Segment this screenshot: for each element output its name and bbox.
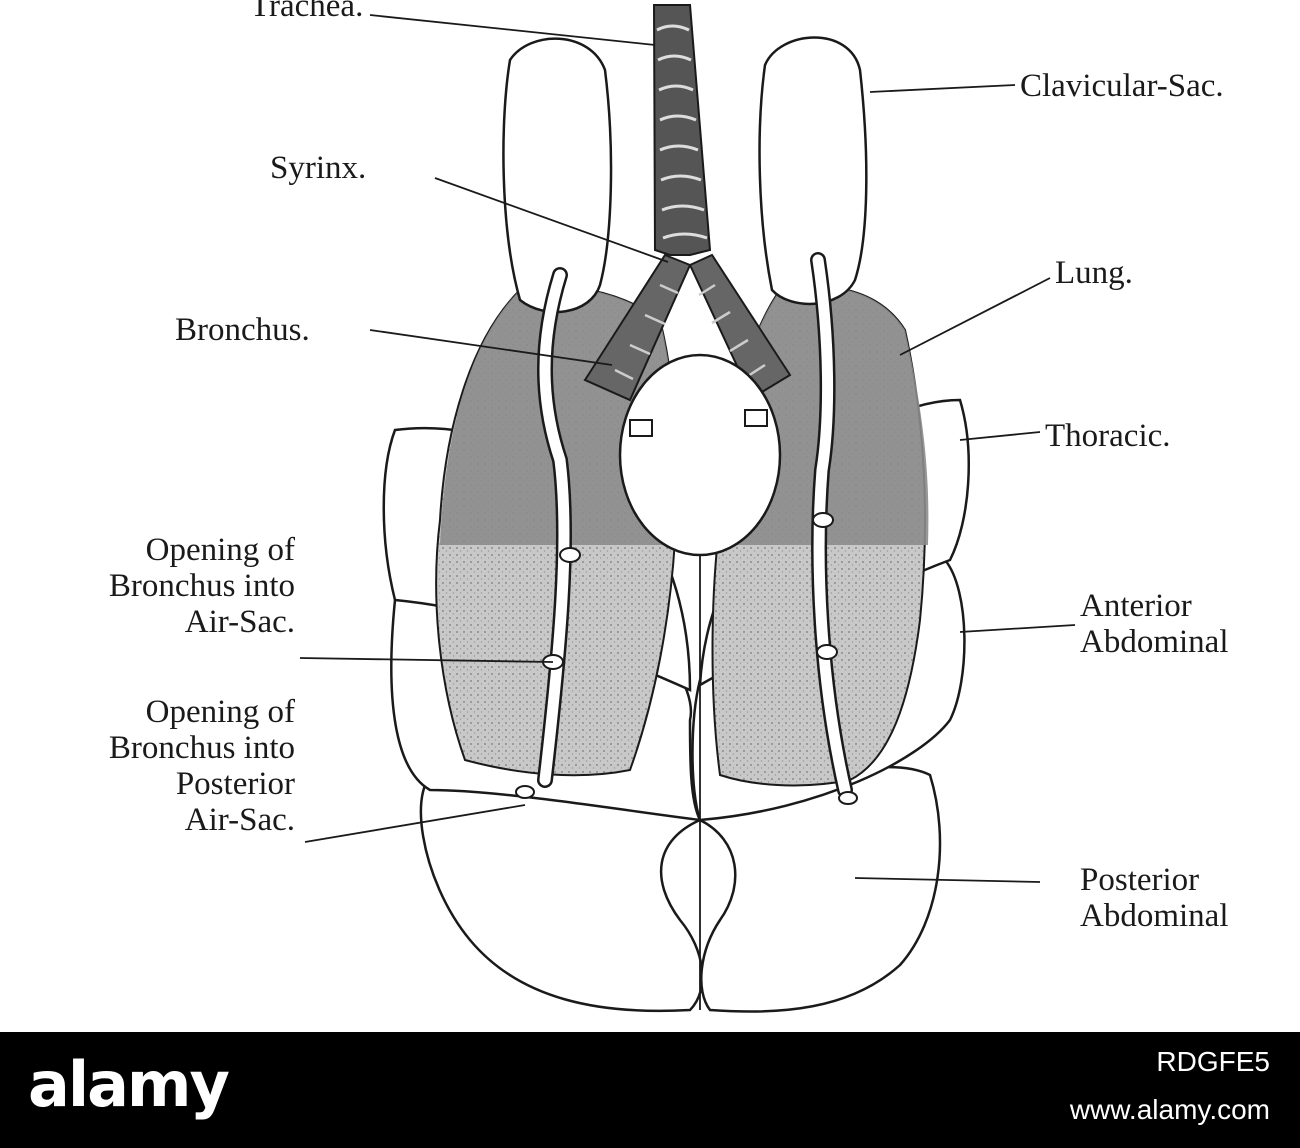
label-opening-air-sac-line2: Bronchus into [108,568,295,604]
label-opening-air-sac-line3: Air-Sac. [184,604,295,640]
label-opening-posterior-line3: Posterior [175,766,295,802]
opening-marker-5 [515,785,535,799]
trachea-rings [656,24,708,240]
label-trachea-text: Trachea. [250,0,364,24]
label-posterior-abdominal-line2: Abdominal [1080,898,1229,934]
watermark-footer: alamy RDGFE5 www.alamy.com [0,1032,1300,1148]
label-trachea: Trachea. [250,0,363,24]
label-opening-air-sac: Opening of Bronchus into Air-Sac. [109,532,295,640]
label-clavicular-sac-text: Clavicular-Sac. [1020,68,1224,104]
label-opening-air-sac-line1: Opening of [145,532,295,568]
site-url: www.alamy.com [1069,1094,1270,1125]
label-bronchus: Bronchus. [175,312,310,348]
anatomy-figure: Trachea. Clavicular-Sac. Syrinx. Lung. B… [108,0,1229,1013]
label-thoracic: Thoracic. [1045,418,1171,454]
label-syrinx-text: Syrinx. [270,150,367,186]
opening-marker-6 [838,791,858,805]
trachea [652,4,712,256]
clavicular-sac-left [502,37,613,314]
label-opening-posterior-line4: Air-Sac. [184,802,295,838]
stub-left [629,419,653,437]
label-lung: Lung. [1055,255,1133,291]
bronchus-left [583,253,692,402]
image-id: RDGFE5 [1156,1046,1270,1077]
heart [618,353,782,557]
label-posterior-abdominal: Posterior Abdominal [1080,862,1228,934]
brand-logo: alamy [28,1048,230,1121]
label-posterior-abdominal-line1: Posterior [1080,862,1200,898]
opening-marker-4 [816,644,838,660]
label-lung-text: Lung. [1055,255,1133,291]
label-thoracic-text: Thoracic. [1045,418,1171,454]
label-clavicular-sac: Clavicular-Sac. [1020,68,1224,104]
label-anterior-abdominal: Anterior Abdominal [1080,588,1228,660]
bronchus-right [688,253,792,400]
label-bronchus-text: Bronchus. [175,312,310,348]
opening-marker-1 [559,547,581,563]
label-opening-posterior-line2: Bronchus into [108,730,295,766]
clavicular-sac-right [758,36,868,306]
label-opening-posterior-air-sac: Opening of Bronchus into Posterior Air-S… [109,694,295,838]
brand-logo-text: alamy [28,1048,230,1121]
label-anterior-abdominal-line2: Abdominal [1080,624,1229,660]
stub-right [744,409,768,427]
air-sac-diagram [299,4,1076,1013]
label-syrinx: Syrinx. [270,150,366,186]
opening-marker-3 [812,512,834,528]
leader-lines [299,14,1076,883]
label-opening-posterior-line1: Opening of [145,694,295,730]
label-anterior-abdominal-line1: Anterior [1080,588,1192,624]
